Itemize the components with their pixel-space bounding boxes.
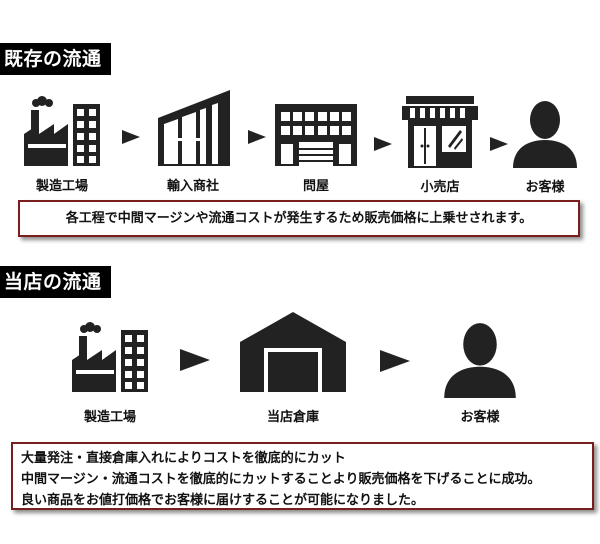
- step-warehouse: 当店倉庫: [238, 312, 348, 426]
- arrow-right-icon: [490, 137, 508, 151]
- step-factory: 製造工場: [22, 96, 102, 196]
- arrow-right-icon: [248, 130, 266, 144]
- arrow-right-icon: [122, 130, 140, 144]
- step-label: 問屋: [302, 179, 330, 194]
- retail-store-icon: [402, 96, 478, 168]
- step-retail-store: 小売店: [400, 96, 480, 196]
- warehouse-icon: [240, 312, 346, 392]
- wholesale-building-icon: [275, 104, 357, 166]
- note-line: 中間マージン・流通コストを徹底的にカットすることより販売価格を下げることに成功。: [21, 472, 541, 487]
- step-label: 製造工場: [35, 179, 89, 194]
- arrow-right-icon: [180, 349, 210, 371]
- arrow-right-icon: [380, 350, 410, 372]
- step-label: お客様: [525, 180, 565, 195]
- customer-icon: [513, 101, 577, 168]
- step-label: 製造工場: [83, 410, 137, 425]
- section-title-our-store: 当店の流通: [0, 266, 111, 298]
- section-title-existing: 既存の流通: [0, 43, 111, 75]
- step-label: 小売店: [420, 180, 460, 195]
- step-label: 輸入商社: [166, 179, 220, 194]
- step-label: お客様: [460, 410, 500, 425]
- arrow-right-icon: [374, 137, 392, 151]
- customer-icon: [444, 323, 516, 398]
- step-factory: 製造工場: [64, 322, 156, 426]
- note-line: 大量発注・直接倉庫入れによりコストを徹底的にカット: [21, 451, 346, 466]
- factory-icon: [24, 96, 100, 166]
- step-customer: お客様: [510, 100, 580, 196]
- step-import-trader: 輸入商社: [150, 86, 236, 196]
- existing-distribution-note: 各工程で中間マージンや流通コストが発生するため販売価格に上乗せされます。: [18, 200, 580, 237]
- note-text: 各工程で中間マージンや流通コストが発生するため販売価格に上乗せされます。: [65, 211, 533, 226]
- factory-icon: [72, 322, 148, 392]
- note-line: 良い商品をお値打価格でお客様に届けすることが可能になりました。: [21, 493, 425, 508]
- office-building-icon: [158, 90, 230, 166]
- step-label: 当店倉庫: [266, 410, 320, 425]
- step-wholesaler: 問屋: [273, 104, 359, 196]
- our-distribution-note: 大量発注・直接倉庫入れによりコストを徹底的にカット 中間マージン・流通コストを徹…: [11, 442, 594, 510]
- step-customer: お客様: [440, 322, 520, 426]
